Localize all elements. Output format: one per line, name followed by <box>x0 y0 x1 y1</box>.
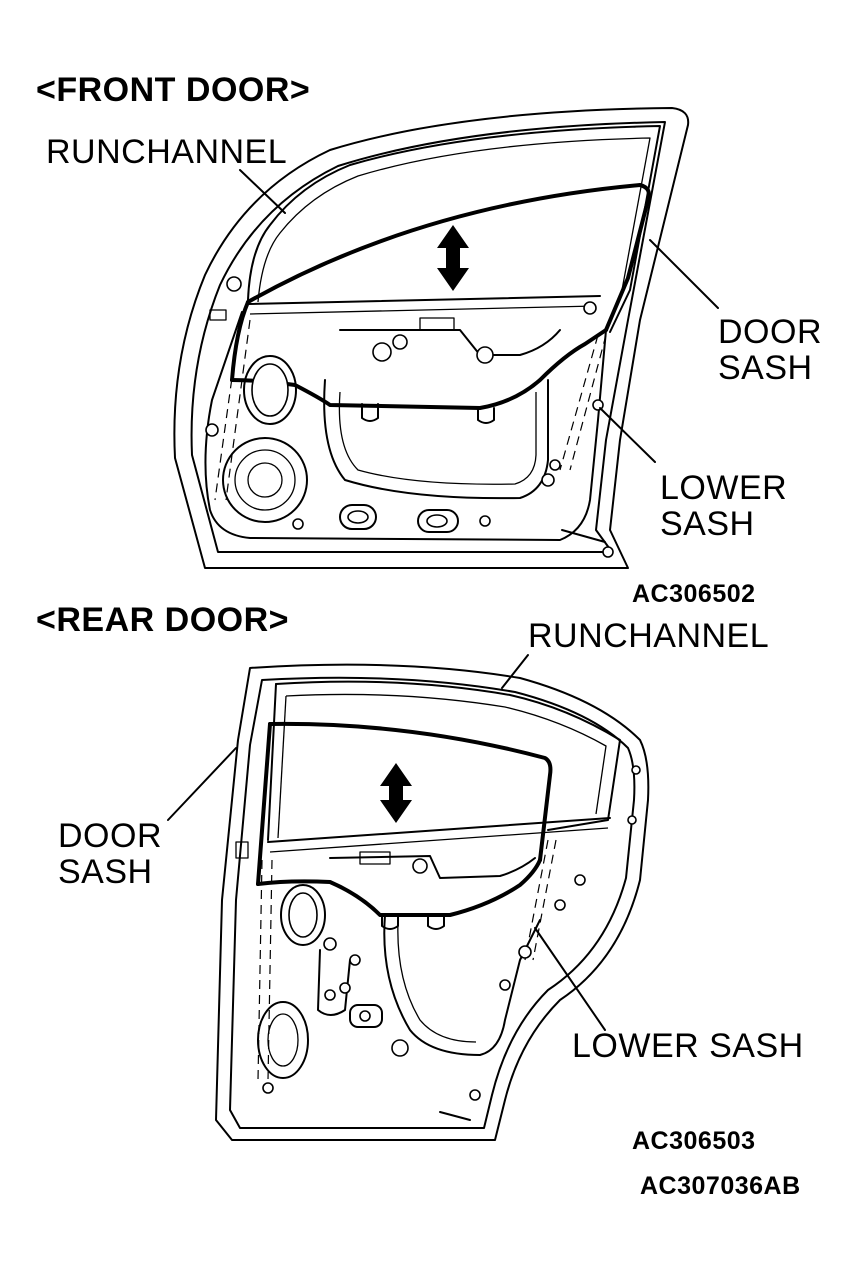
rear-figure-code: AC306503 <box>632 1127 756 1155</box>
front-door-sash-label-line1: DOOR <box>718 313 822 351</box>
sheet-code: AC307036AB <box>640 1172 801 1200</box>
front-figure-code: AC306502 <box>632 580 756 608</box>
front-door-title: <FRONT DOOR> <box>36 71 311 109</box>
front-lower-sash-label-line2: SASH <box>660 505 755 543</box>
rear-lower-sash-label: LOWER SASH <box>572 1027 804 1065</box>
front-runchannel-label: RUNCHANNEL <box>46 133 288 171</box>
rear-door-sash-label-line1: DOOR <box>58 817 162 855</box>
front-door-sash-label-line2: SASH <box>718 349 813 387</box>
front-lower-sash-label-line1: LOWER <box>660 469 788 507</box>
rear-door-sash-label-line2: SASH <box>58 853 153 891</box>
rear-door-title: <REAR DOOR> <box>36 601 289 639</box>
rear-runchannel-label: RUNCHANNEL <box>528 617 770 655</box>
